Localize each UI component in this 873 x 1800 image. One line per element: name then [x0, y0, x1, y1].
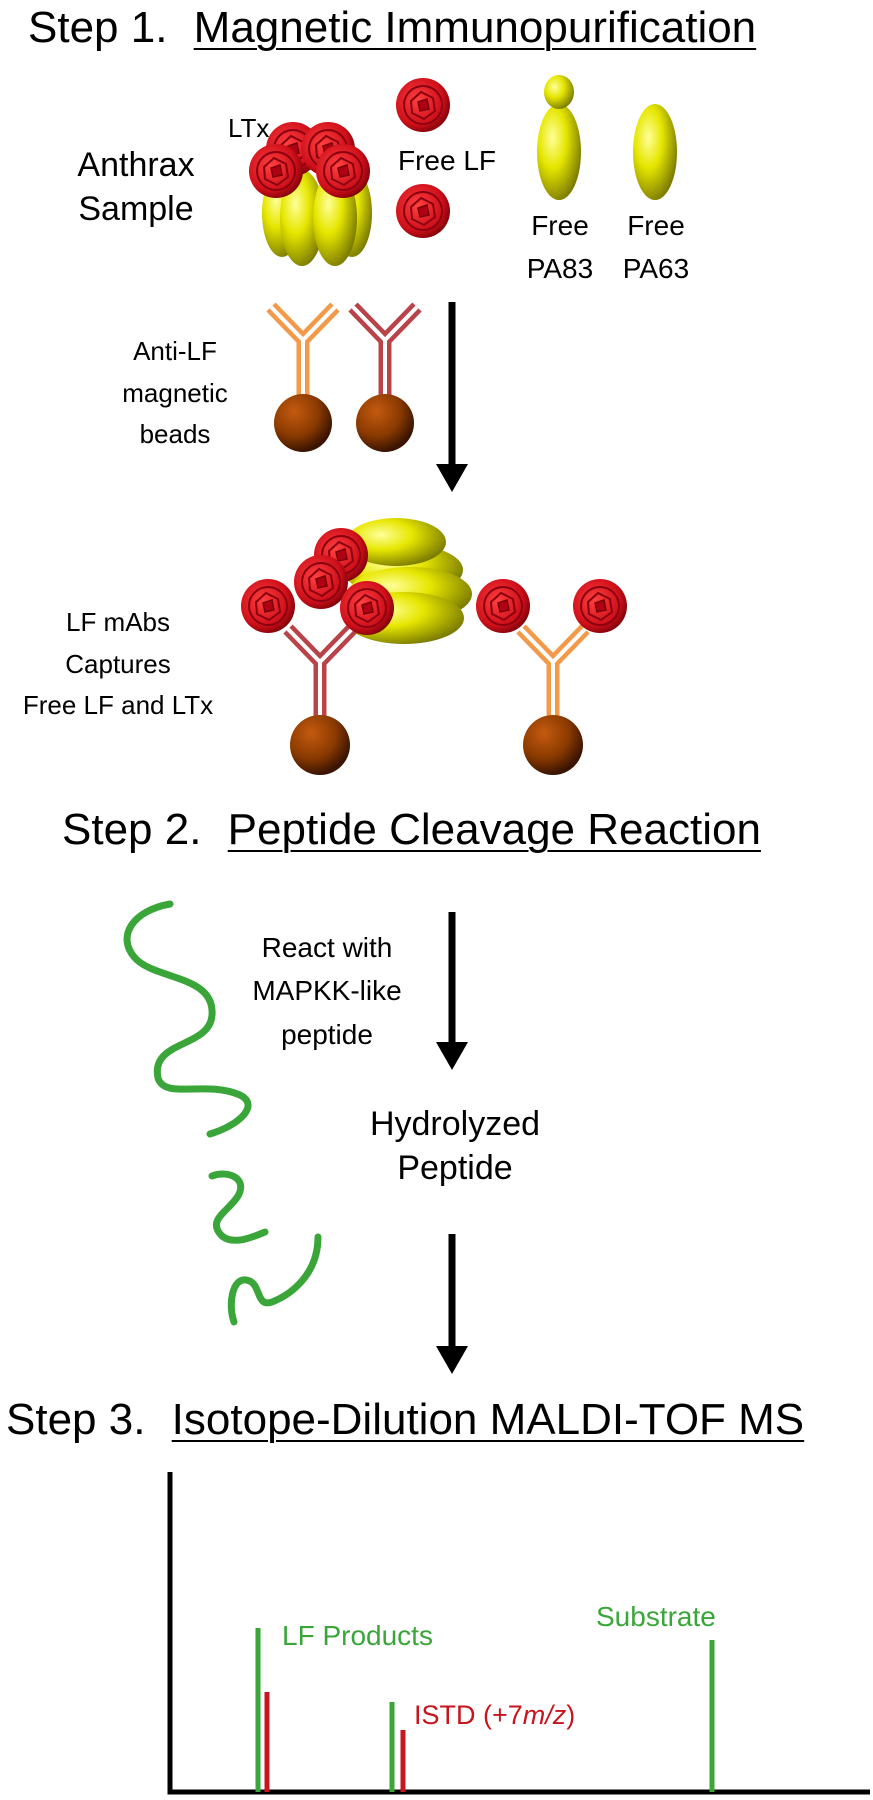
sample-line-1: Anthrax [77, 146, 195, 184]
free-pa63-label: Free PA63 [616, 204, 696, 291]
istd-text: ISTD (+7 [414, 1700, 523, 1730]
hydro-line-1: Hydrolyzed [369, 1105, 541, 1143]
step2-prefix: Step 2. [62, 805, 202, 854]
react-line-1: React with [261, 932, 393, 963]
arrow-down-icon [436, 302, 468, 492]
arrow-down-icon [436, 912, 468, 1070]
istd-mz: m/z [522, 1700, 567, 1730]
free-pa63-protein-icon [633, 104, 677, 200]
step2-title: Peptide Cleavage Reaction [227, 805, 761, 854]
istd-label: ISTD (+7m/z) [414, 1700, 575, 1731]
peptide-icon [123, 900, 252, 1138]
anti-lf-bead-orange-icon [271, 307, 335, 452]
captured-free-lf-bead-icon [475, 578, 628, 775]
step2-heading: Step 2. Peptide Cleavage Reaction [62, 808, 761, 852]
hydrolyzed-peptide-icon [208, 1170, 322, 1326]
mass-spectrum [167, 1472, 870, 1795]
free-pa83-label: Free PA83 [520, 204, 600, 291]
pa83-line-2: PA83 [526, 253, 594, 285]
step1-prefix: Step 1. [28, 3, 168, 52]
ltx-complex-icon [248, 121, 372, 266]
arrow-down-icon [436, 1234, 468, 1374]
anti-lf-beads-label: Anti-LF magnetic beads [100, 331, 250, 456]
anti-lf-bead-red-icon [353, 307, 417, 452]
lf-products-label: LF Products [282, 1620, 433, 1651]
anthrax-sample-label: Anthrax Sample [56, 143, 216, 231]
beads-line-1: Anti-LF [133, 336, 217, 366]
hydrolyzed-peptide-label: Hydrolyzed Peptide [330, 1102, 580, 1190]
istd-close: ) [566, 1700, 576, 1730]
ltx-label: LTx [228, 113, 270, 143]
pa63-line-1: Free [627, 210, 685, 241]
step1-title: Magnetic Immunopurification [193, 3, 757, 52]
react-line-2: MAPKK-like [252, 975, 402, 1007]
step1-heading: Step 1. Magnetic Immunopurification [28, 6, 756, 50]
beads-line-3: beads [139, 419, 211, 450]
captured-ltx-bead-icon [240, 518, 472, 775]
free-lf-label: Free LF [398, 145, 497, 176]
capture-line-3: Free LF and LTx [22, 690, 214, 721]
substrate-label: Substrate [596, 1601, 716, 1632]
capture-line-1: LF mAbs [65, 607, 171, 637]
step3-title: Isotope-Dilution MALDI-TOF MS [171, 1395, 805, 1444]
free-pa83-protein-icon [537, 75, 581, 200]
sample-line-2: Sample [78, 190, 194, 229]
react-label: React with MAPKK-like peptide [232, 926, 422, 1056]
step3-prefix: Step 3. [6, 1395, 146, 1444]
capture-line-2: Captures [65, 648, 171, 679]
hydro-line-2: Peptide [397, 1149, 513, 1188]
pa63-line-2: PA63 [622, 253, 690, 285]
react-line-3: peptide [281, 1018, 373, 1050]
pa83-line-1: Free [531, 210, 589, 241]
capture-label: LF mAbs Captures Free LF and LTx [0, 602, 236, 727]
beads-line-2: magnetic [122, 377, 228, 408]
step3-heading: Step 3. Isotope-Dilution MALDI-TOF MS [6, 1398, 804, 1442]
